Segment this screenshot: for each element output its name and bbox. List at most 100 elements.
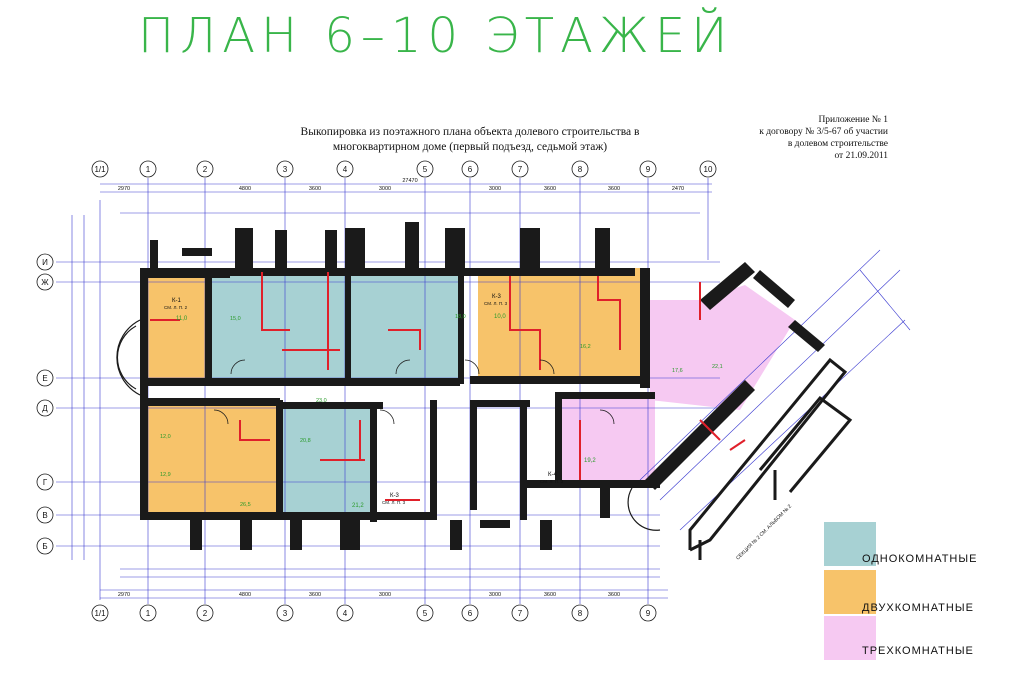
apartment-area: 10,0 (494, 314, 506, 320)
bottom-axis-label: 9 (646, 609, 651, 618)
bottom-dimension: 3600 (544, 592, 556, 598)
adjacent-section (688, 357, 853, 560)
top-axis-label: 7 (518, 165, 523, 174)
apartment-fills (148, 268, 795, 516)
left-axis-label: Е (42, 374, 47, 383)
left-axis-label: Б (42, 542, 47, 551)
fill-two-room-1 (148, 278, 208, 378)
fill-three-room-2 (650, 285, 795, 410)
room-area: 16,2 (580, 344, 591, 350)
apartment-code: К-3 (492, 294, 501, 300)
top-axis-label: 6 (468, 165, 473, 174)
top-dimension: 3600 (544, 186, 556, 192)
bay-window-2 (627, 487, 661, 531)
apartment-sub: СМ. Л. П. 2 (164, 305, 188, 310)
top-axis-markers (91, 160, 717, 178)
bay-window (116, 319, 141, 396)
left-axis-labels: И Ж Е Д Г В Б (41, 258, 49, 551)
top-dimension: 3600 (309, 186, 321, 192)
bottom-axis-label: 8 (578, 609, 583, 618)
apartment-area: 19,2 (584, 458, 596, 464)
apartment-code: К-4 (548, 472, 557, 478)
bottom-dimension: 3000 (379, 592, 391, 598)
appendix-note: Приложение № 1 к договору № 3/5-67 об уч… (730, 114, 888, 162)
room-area: 15,0 (230, 316, 241, 322)
appendix-line-2: к договору № 3/5-67 об участии (759, 127, 888, 137)
fill-two-room-3 (478, 268, 646, 376)
bottom-axis-label: 6 (468, 609, 473, 618)
left-axis-label: В (42, 511, 47, 520)
bottom-axis-label: 5 (423, 609, 428, 618)
apartment-code: К-1 (172, 298, 181, 304)
apartment-sub: СМ. Л. П. 3 (382, 500, 406, 505)
top-axis-label: 9 (646, 165, 651, 174)
room-area: 12,9 (160, 472, 171, 478)
apartment-code: К-3 (390, 493, 399, 499)
room-area: 20,8 (300, 438, 311, 444)
bottom-axis-label: 1 (146, 609, 151, 618)
bottom-axis-labels: 1/1 1 2 3 4 5 6 7 8 9 (94, 609, 650, 618)
bottom-dimension: 4800 (239, 592, 251, 598)
left-axis-label: Д (42, 404, 48, 413)
left-axis-label: Г (43, 478, 48, 487)
appendix-line-1: Приложение № 1 (818, 115, 888, 125)
room-area: 18,0 (455, 314, 466, 320)
legend-swatch-three-room (824, 616, 876, 660)
room-area: 17,6 (672, 368, 683, 374)
bottom-axis-label: 4 (343, 609, 348, 618)
room-area: 22,1 (712, 364, 723, 370)
left-axis-label: И (42, 258, 48, 267)
room-area: 12,0 (160, 434, 171, 440)
bottom-dimension: 2970 (118, 592, 130, 598)
fill-one-room-3 (282, 408, 372, 516)
bottom-axis-label: 7 (518, 609, 523, 618)
legend-swatch-one-room (824, 522, 876, 566)
apartment-sub: СМ. Л. П. 3 (540, 479, 564, 484)
bottom-axis-label: 3 (283, 609, 288, 618)
room-area: 23,0 (316, 398, 327, 404)
apartment-area: 21,2 (352, 503, 364, 509)
top-axis-label: 4 (343, 165, 348, 174)
top-axis-label: 1/1 (94, 165, 106, 174)
subtitle-line-1: Выкопировка из поэтажного плана объекта … (300, 126, 640, 138)
top-dimension: 3600 (608, 186, 620, 192)
walls (140, 222, 825, 550)
top-axis-label: 5 (423, 165, 428, 174)
top-axis-label: 8 (578, 165, 583, 174)
bottom-dimension: 3600 (309, 592, 321, 598)
legend-label-three-room: ТРЕХКОМНАТНЫЕ (862, 645, 974, 657)
apartment-area: 11,0 (176, 316, 188, 322)
bottom-axis-markers (91, 604, 657, 622)
fill-two-room-2 (148, 400, 278, 515)
plan-subtitle: Выкопировка из поэтажного плана объекта … (300, 125, 640, 155)
page-title: ПЛАН 6–10 ЭТАЖЕЙ (138, 8, 734, 64)
subtitle-line-2: многоквартирном доме (первый подъезд, се… (332, 141, 608, 153)
top-dimension: 3000 (489, 186, 501, 192)
top-axis-label: 1 (146, 165, 151, 174)
section-note: СЕКЦИЯ № 2 СМ. АЛЬБОМ № 2 (735, 503, 793, 561)
legend-label-two-room: ДВУХКОМНАТНЫЕ (862, 602, 974, 614)
top-dimension: 2470 (672, 186, 684, 192)
room-area-labels: 15,0 12,0 18,0 16,2 17,6 22,1 20,8 26,5 … (160, 314, 723, 508)
dimension-labels: 27470 2970 4800 3600 3000 3000 3600 3600… (118, 178, 684, 598)
bottom-axis-label: 2 (203, 609, 208, 618)
apartment-sub: СМ. Л. П. 3 (484, 301, 508, 306)
bottom-axis-label: 1/1 (94, 609, 106, 618)
apartment-tags: К-1 СМ. Л. П. 2 11,0 К-3 СМ. Л. П. 3 10,… (164, 294, 596, 509)
left-axis-label: Ж (41, 278, 49, 287)
bottom-dimension: 3000 (489, 592, 501, 598)
top-axis-labels: 1/1 1 2 3 4 5 6 7 8 9 10 (94, 165, 713, 174)
legend-swatch-two-room (824, 570, 876, 614)
top-axis-label: 3 (283, 165, 288, 174)
fill-one-room-2 (350, 275, 458, 380)
top-dimension: 4800 (239, 186, 251, 192)
appendix-line-3: в долевом строительстве (787, 139, 888, 149)
top-axis-label: 10 (704, 165, 713, 174)
left-axis-markers (36, 253, 54, 555)
overall-dimension: 27470 (402, 178, 417, 184)
room-area: 26,5 (240, 502, 251, 508)
fill-one-room-1 (210, 275, 348, 380)
top-dimension: 3000 (379, 186, 391, 192)
door-swings (213, 359, 615, 425)
